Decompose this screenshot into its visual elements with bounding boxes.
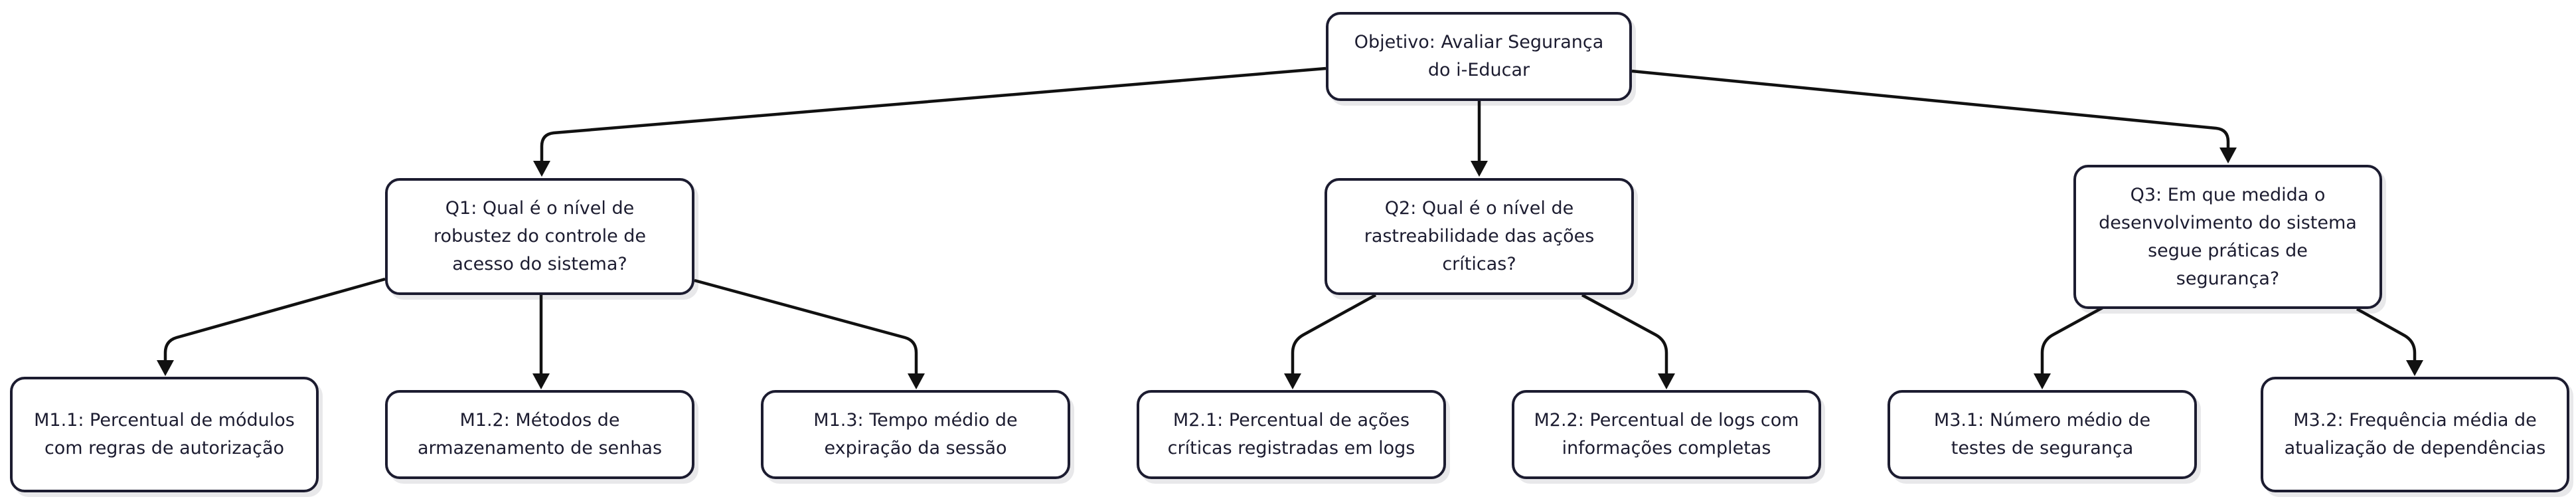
- arrowhead-m22: [1658, 373, 1675, 389]
- edge-q3-m31: [2040, 306, 2104, 373]
- arrowhead-m13: [908, 373, 925, 389]
- edge-goal-q1: [540, 66, 1327, 161]
- arrowhead-m12: [532, 373, 550, 389]
- metric-node-m2-1: M2.1: Percentual de ações críticas regis…: [1137, 390, 1446, 479]
- question-node-q1: Q1: Qual é o nível de robustez do contro…: [385, 178, 694, 295]
- arrowhead-q1: [533, 161, 550, 177]
- metric-node-m1-1: M1.1: Percentual de módulos com regras d…: [10, 377, 319, 492]
- arrowhead-m21: [1284, 373, 1301, 389]
- edge-q2-m21: [1291, 294, 1377, 373]
- question-node-q2: Q2: Qual é o nível de rastreabilidade da…: [1325, 178, 1634, 295]
- arrowhead-m32: [2406, 360, 2423, 376]
- goal-node: Objetivo: Avaliar Segurança do i-Educar: [1326, 12, 1632, 101]
- question-node-q3: Q3: Em que medida o desenvolvimento do s…: [2073, 165, 2382, 309]
- arrowhead-m31: [2034, 373, 2051, 389]
- edge-goal-q3: [1631, 69, 2230, 148]
- edge-q3-m32: [2356, 308, 2417, 360]
- metric-node-m2-2: M2.2: Percentual de logs com informações…: [1512, 390, 1821, 479]
- arrowhead-m11: [157, 360, 174, 376]
- edge-q1-m13: [694, 278, 918, 373]
- edge-q1-m11: [163, 277, 386, 360]
- metric-node-m3-1: M3.1: Número médio de testes de seguranç…: [1888, 390, 2197, 479]
- edge-q2-m22: [1581, 294, 1668, 373]
- metric-node-m1-3: M1.3: Tempo médio de expiração da sessão: [761, 390, 1070, 479]
- arrowhead-q2: [1471, 161, 1488, 177]
- metric-node-m1-2: M1.2: Métodos de armazenamento de senhas: [385, 390, 694, 479]
- arrowhead-q3: [2219, 148, 2237, 163]
- metric-node-m3-2: M3.2: Frequência média de atualização de…: [2261, 377, 2569, 492]
